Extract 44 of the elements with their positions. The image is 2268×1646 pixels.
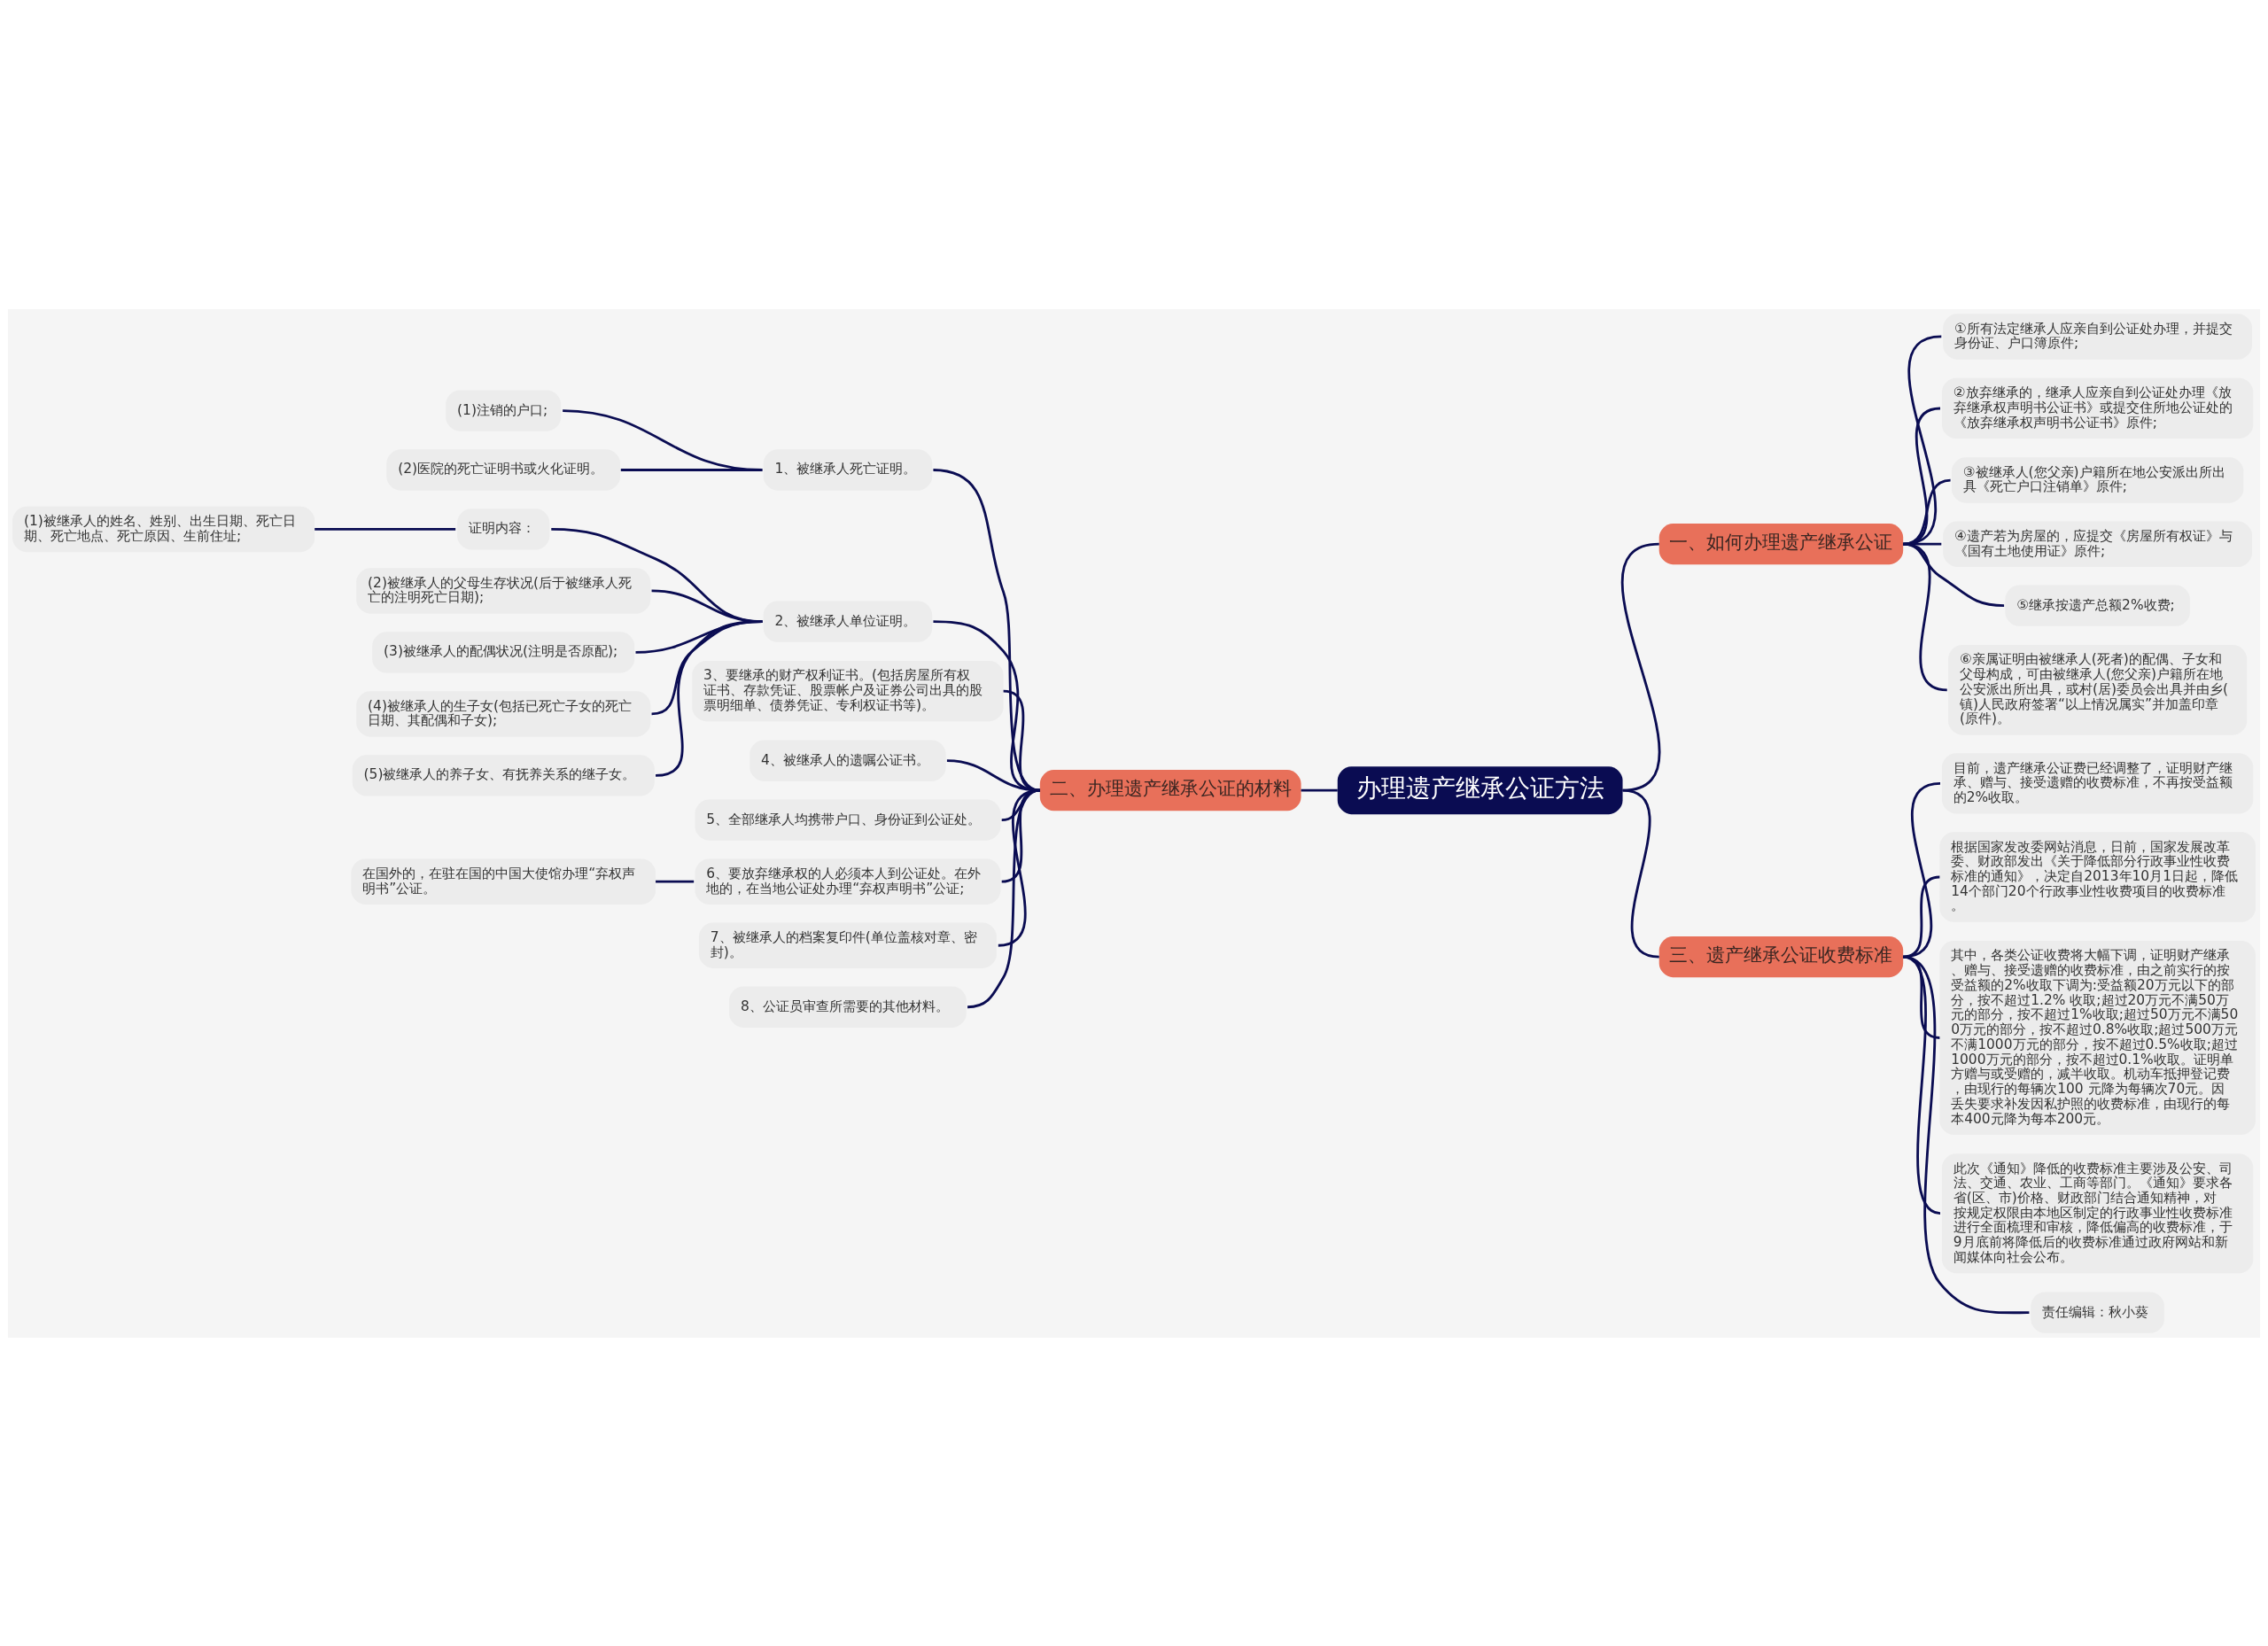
node-box: (2)被继承人的父母生存状况(后于被继承人死亡的注明死亡日期);: [356, 567, 651, 614]
node-box: 根据国家发改委网站消息，日前，国家发展改革委、财政部发出《关于降低部分行政事业性收费标准的通知》，决定自2013年10月1日起，降低14个部门20个行政事业性收费项目的收费标准。: [1939, 831, 2256, 922]
connector: [563, 408, 763, 471]
node-box: 2、被继承人单位证明。: [763, 601, 933, 642]
connector: [967, 788, 1041, 1008]
node-box: 8、公证员审查所需要的其他材料。: [729, 986, 967, 1028]
node-box: ④遗产若为房屋的，应提交《房屋所有权证》与《国有土地使用证》原件;: [1943, 520, 2253, 567]
node-box: 办理遗产继承公证方法: [1337, 765, 1623, 814]
connector: [1622, 788, 1660, 958]
node-box: 目前，遗产继承公证费已经调整了，证明财产继承、赠与、接受遗赠的收费标准，不再按受益额的2%收取。: [1941, 752, 2254, 814]
node-box: 责任编辑：秋小葵: [2031, 1292, 2164, 1333]
connector: [315, 527, 456, 531]
node-box: (1)被继承人的姓名、姓别、出生日期、死亡日期、死亡地点、死亡原因、生前住址;: [12, 506, 315, 552]
node-box: (4)被继承人的生子女(包括已死亡子女的死亡日期、其配偶和子女);: [356, 690, 651, 737]
node-box: (1)注销的户口;: [446, 389, 562, 431]
node-box: ⑤继承按遗产总额2%收费;: [2005, 585, 2190, 626]
node-box: 3、要继承的财产权利证书。(包括房屋所有权证书、存款凭证、股票帐户及证券公司出具的股票明细单、债券凭证、专利权证书等)。: [692, 660, 1004, 721]
connector: [1902, 478, 1951, 546]
node-box: 4、被继承人的遗嘱公证书。: [750, 740, 946, 781]
connector: [1620, 542, 1661, 792]
node-box: (2)医院的死亡证明书或火化证明。: [386, 448, 621, 491]
node-box: 在国外的，在驻在国的中国大使馆办理“弃权声明书”公证。: [351, 858, 656, 905]
node-box: ②放弃继承的，继承人应亲自到公证处办理《放弃继承权声明书公证书》或提交住所地公证处的《放弃继承权声明书公证书》原件;: [1941, 377, 2254, 439]
node-box: ①所有法定继承人应亲自到公证处办理，并提交身份证、户口簿原件;: [1943, 313, 2253, 360]
node-box: 5、全部继承人均携带户口、身份证到公证处。: [695, 798, 1001, 841]
node-box: 一、如何办理遗产继承公证: [1658, 523, 1904, 564]
node-box: 1、被继承人死亡证明。: [763, 448, 933, 491]
connector: [1301, 788, 1338, 792]
node-box: ③被继承人(您父亲)户籍所在地公安派出所出具《死亡户口注销单》原件;: [1951, 456, 2244, 503]
node-box: 证明内容：: [457, 508, 550, 550]
node-box: 此次《通知》降低的收费标准主要涉及公安、司法、交通、农业、工商等部门。《通知》要求各省(区、市)价格、财政部门结合通知精神，对按规定权限由本地区制定的行政事业性收费标准进行全面梳理和审核，降低偏高的收费标准，于9月底前将降低后的收费标准通过政府网站和新闻媒体向社会公布。: [1941, 1153, 2254, 1273]
node-box: 二、办理遗产继承公证的材料: [1039, 769, 1301, 811]
connector: [1902, 542, 1947, 691]
node-box: 三、遗产继承公证收费标准: [1658, 936, 1904, 977]
node-box: 6、要放弃继承权的人必须本人到公证处。在外地的，在当地公证处办理“弃权声明书”公证;: [695, 858, 1001, 905]
connector: [656, 880, 695, 883]
connector: [620, 468, 763, 471]
connector: [1902, 955, 2030, 1314]
node-box: (5)被继承人的养子女、有抚养关系的继子女。: [352, 754, 655, 796]
node-box: 7、被继承人的档案复印件(单位盖核对章、密封)。: [698, 922, 997, 968]
node-box: ⑥亲属证明由被继承人(死者)的配偶、子女和父母构成，可由被继承人(您父亲)户籍所在地公安派出所出具，或村(居)委员会出具并由乡(镇)人民政府签署“以上情况属实”并加盖印章(原件)。: [1948, 644, 2248, 735]
node-box: 其中，各类公证收费将大幅下调，证明财产继承、赠与、接受遗赠的收费标准，由之前实行的按受益额的2%收取下调为:受益额20万元以下的部分，按不超过1.2% 收取;超过20万元不满50万元的部分，按不超过1%收取;超过50万元不满500万元的部分，按不超过0.8%收取;超过500万元不满1000万元的部分，按不超过0.5%收取;超过1000万元的部分，按不超过0.1%收取。证明单方赠与或受赠的，减半收取。机动车抵押登记费，由现行的每辆次100 元降为每辆次70元。因丢失要求补发因私护照的收费标准，由现行的每本400元降为每本200元。: [1939, 940, 2256, 1135]
node-box: (3)被继承人的配偶状况(注明是否原配);: [372, 631, 635, 673]
connector: [933, 468, 1041, 792]
